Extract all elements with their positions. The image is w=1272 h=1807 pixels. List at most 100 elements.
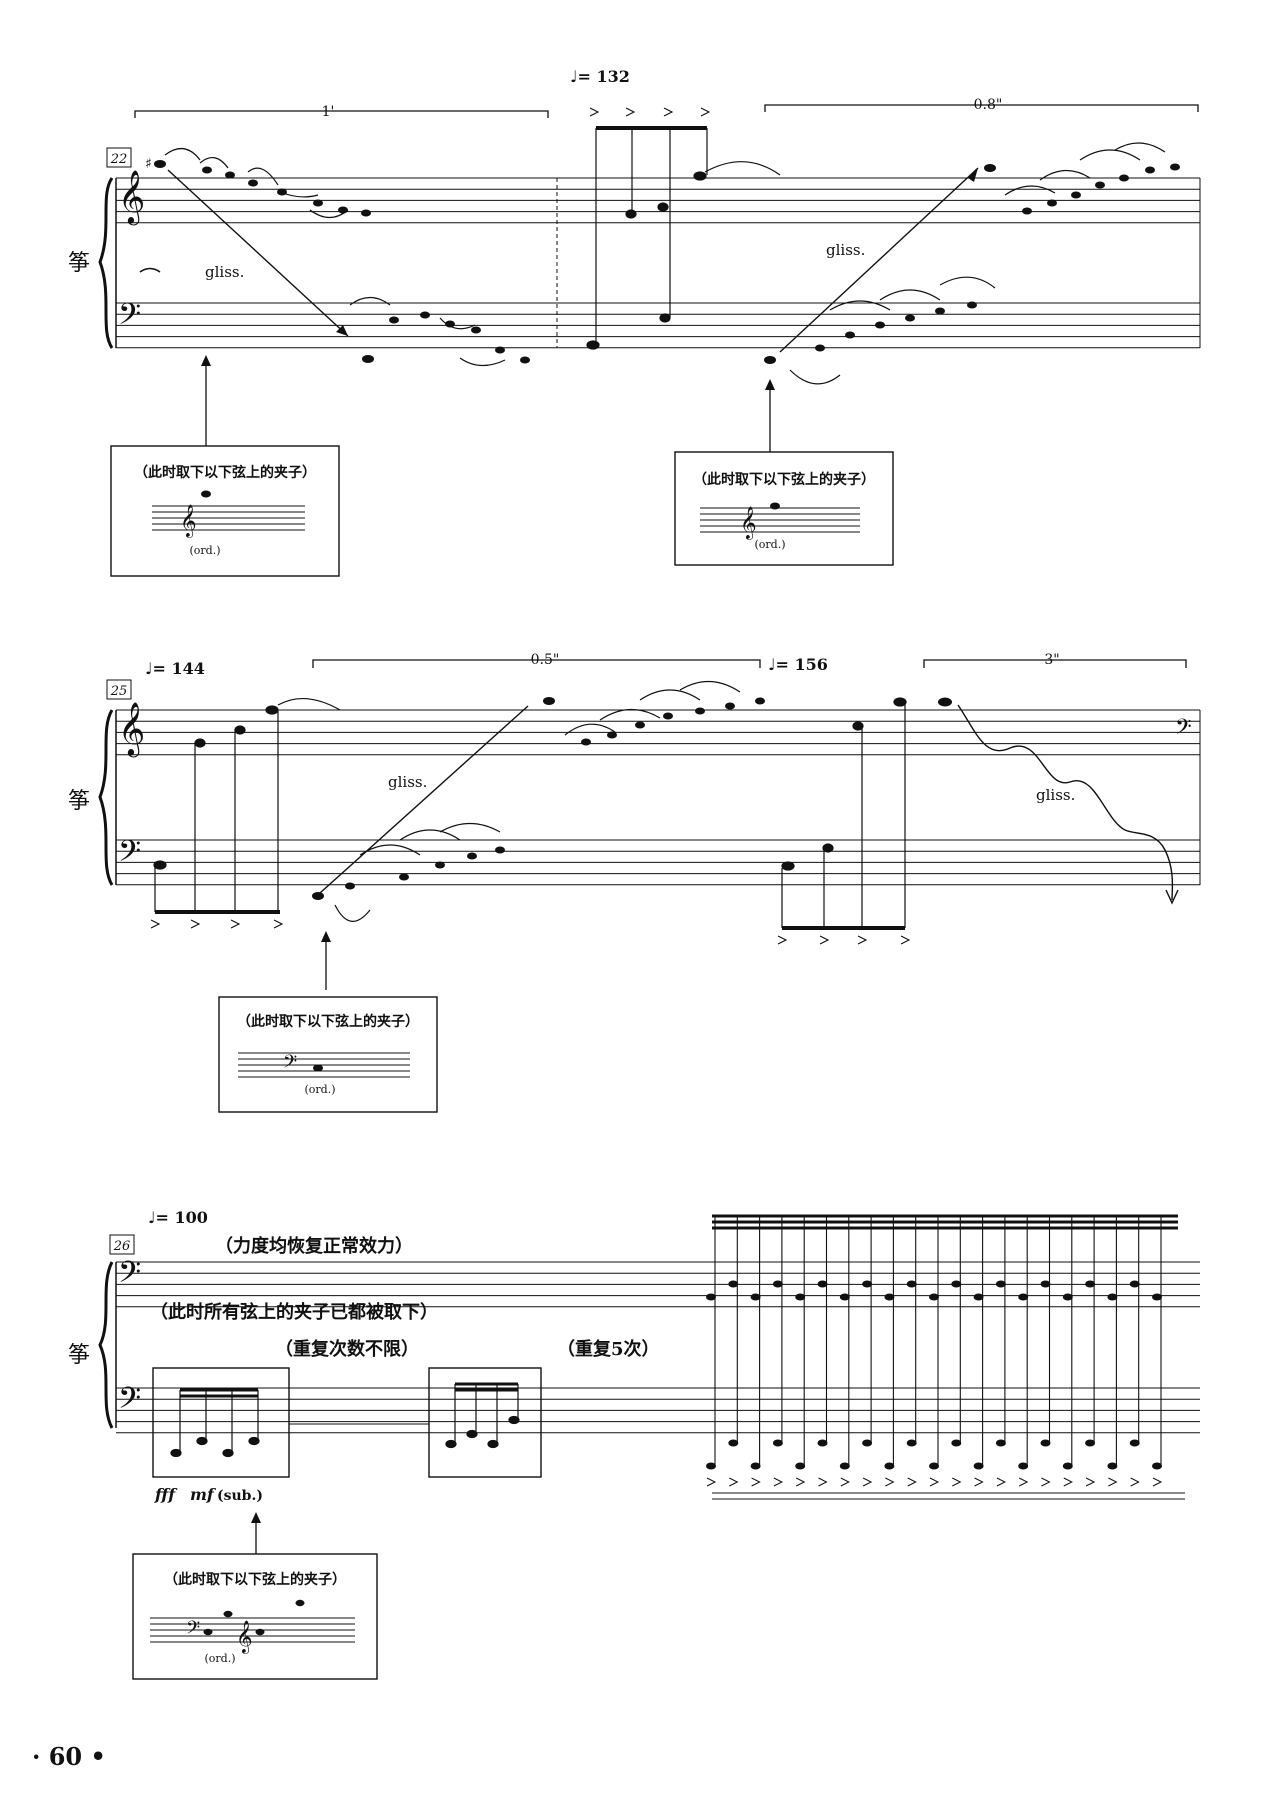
- rapid-note-accent: [1152, 1477, 1163, 1487]
- rapid-note-accent: [773, 1477, 784, 1487]
- callout-note-4a: [203, 1628, 213, 1636]
- bass-clef-3b: 𝄢: [118, 1382, 141, 1423]
- bass-clef-2: 𝄢: [118, 835, 141, 876]
- rapid-note-head-upper: [839, 1293, 850, 1301]
- instrument-name: 筝: [68, 251, 90, 276]
- dynamic-fff: fff: [154, 1485, 178, 1504]
- rapid-note-head: [1085, 1439, 1096, 1447]
- wavy-gliss-line: [957, 704, 1174, 901]
- lower-bass-staff-3: [116, 1387, 1200, 1434]
- repeat-five-label: （重复5次）: [557, 1338, 660, 1360]
- callout-note-3: [313, 1064, 323, 1072]
- note-group-ascending-bass-1: [362, 311, 530, 364]
- tempo-mark-144: ♩= 144: [145, 659, 205, 678]
- chord-group-m23: [586, 126, 708, 350]
- callout-box-1: （此时取下以下弦上的夹子） 𝄞 (ord.): [110, 445, 340, 577]
- system-3: ♩= 100 26 （力度均恢复正常效力） （此时所有弦上的夹子已都被取下） （…: [68, 1208, 1200, 1554]
- rapid-note-head-upper: [1018, 1293, 1029, 1301]
- time-bracket-label-2: 0.8": [974, 97, 1003, 113]
- rapid-note-head: [817, 1439, 828, 1447]
- rapid-note-head: [1062, 1462, 1073, 1470]
- gliss-label-2: gliss.: [826, 241, 865, 259]
- rapid-note-head-upper: [1129, 1280, 1140, 1288]
- wavy-gliss-arrow: [1165, 889, 1179, 905]
- fermata-curve: [139, 267, 161, 273]
- rapid-note-head-upper: [884, 1293, 895, 1301]
- accent-marks-m23: [589, 107, 711, 117]
- rapid-note-head: [1152, 1462, 1162, 1470]
- instrument-name-2: 筝: [68, 789, 90, 814]
- callout-text-4: （此时取下以下弦上的夹子）: [164, 1571, 346, 1588]
- rapid-note-accent: [751, 1477, 761, 1487]
- bass-clef: 𝄢: [118, 298, 141, 339]
- system-1: ♩= 132 1' 0.8" 22 筝 𝄞 𝄢 gliss.: [68, 67, 1201, 452]
- callout-ord-label-3: (ord.): [304, 1083, 335, 1096]
- callout-box-4: （此时取下以下弦上的夹子） 𝄢 𝄞 (ord.): [132, 1553, 378, 1680]
- rapid-note-accent: [1085, 1477, 1096, 1487]
- bass-staff-2: [116, 839, 1200, 886]
- rapid-note-head: [862, 1439, 873, 1447]
- bass-clef-3a: 𝄢: [118, 1256, 141, 1297]
- rapid-note-head: [929, 1462, 939, 1470]
- tie-curve-m23: [704, 161, 781, 176]
- repeat-unlimited-label: （重复次数不限）: [275, 1338, 419, 1360]
- gliss-arrow-head-up: [968, 168, 978, 182]
- callout-text: （此时取下以下弦上的夹子）: [134, 464, 316, 481]
- rapid-note-accent: [885, 1477, 895, 1487]
- time-bracket-3: [312, 659, 761, 668]
- callout-ord-label: (ord.): [189, 544, 220, 557]
- rapid-note-head: [951, 1439, 962, 1447]
- slurs-bass-1: [349, 296, 506, 367]
- callout-text-3: （此时取下以下弦上的夹子）: [237, 1013, 419, 1030]
- callout-arrow-head-4: [251, 1512, 261, 1523]
- callout-treble-clef-2: 𝄞: [740, 506, 757, 540]
- rapid-note-head-upper: [929, 1293, 939, 1301]
- dynamic-mf: mf: [190, 1485, 217, 1504]
- rapid-note-head: [884, 1462, 895, 1470]
- grand-staff-brace-2: [98, 709, 114, 886]
- rapid-note-accent: [706, 1477, 717, 1487]
- callout-note-2: [770, 502, 780, 510]
- chord-group-m25-left: [153, 705, 280, 914]
- tie-curve-m25: [277, 697, 341, 711]
- instrument-name-3: 筝: [68, 1343, 90, 1368]
- measure-number-3: 26: [113, 1239, 131, 1254]
- gliss-line-down: [167, 169, 349, 337]
- rapid-note-accent: [952, 1477, 962, 1487]
- rapid-note-head: [706, 1462, 716, 1470]
- callout-treble-clef-4: 𝄞: [236, 1620, 253, 1654]
- rapid-note-head-upper: [750, 1293, 761, 1301]
- measure-number: 22: [110, 152, 128, 167]
- time-bracket-2: [764, 104, 1199, 112]
- rapid-note-head: [750, 1462, 761, 1470]
- note-all-clips-removed: （此时所有弦上的夹子已都被取下）: [150, 1301, 438, 1323]
- time-bracket-label-1: 1': [322, 104, 335, 120]
- rapid-note-head-upper: [728, 1280, 739, 1288]
- rapid-note-accent: [1130, 1477, 1140, 1487]
- rapid-note-head-upper: [817, 1280, 828, 1288]
- rapid-note-head-upper: [795, 1293, 806, 1301]
- rapid-note-head: [1018, 1462, 1029, 1470]
- tempo-mark-100: ♩= 100: [148, 1208, 208, 1227]
- parenthesized-note: [938, 697, 952, 707]
- bass-clef-change: 𝄢: [1175, 715, 1192, 745]
- rapid-note-accent: [1063, 1477, 1073, 1487]
- rapid-note-accent: [1108, 1477, 1118, 1487]
- rapid-note-head-upper: [1152, 1293, 1162, 1301]
- rapid-note-head-upper: [951, 1280, 962, 1288]
- callout-note-4b: [223, 1610, 233, 1618]
- rapid-note-head-upper: [1040, 1280, 1051, 1288]
- bass-staff: [116, 302, 1200, 349]
- rapid-note-accent: [929, 1477, 940, 1487]
- tempo-mark-132: ♩= 132: [570, 67, 630, 86]
- repeat-box-five: [428, 1367, 542, 1478]
- rapid-note-head-upper: [1085, 1280, 1096, 1288]
- callout-box-2: （此时取下以下弦上的夹子） 𝄞 (ord.): [674, 451, 894, 566]
- callout-box-3: （此时取下以下弦上的夹子） 𝄢 (ord.): [218, 996, 438, 1113]
- rapid-note-accent: [818, 1477, 828, 1487]
- treble-clef-2: 𝄞: [118, 701, 145, 757]
- callout-note: [201, 490, 211, 498]
- rapid-note-accent: [862, 1477, 873, 1487]
- rapid-note-head-upper: [906, 1280, 917, 1288]
